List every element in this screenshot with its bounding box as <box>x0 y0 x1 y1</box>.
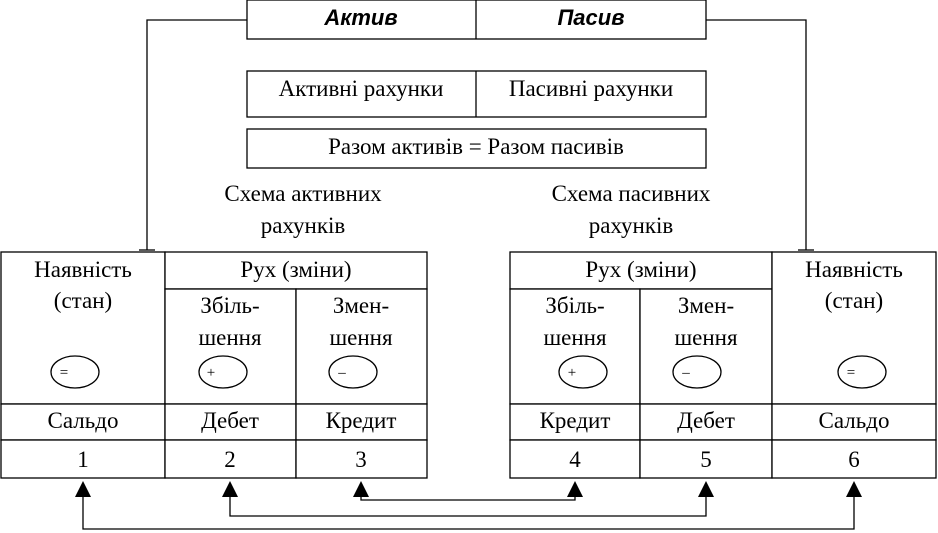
passive-equal-sign: = <box>847 365 855 381</box>
connector-3-4 <box>360 496 576 501</box>
passive-movement-label: Рух (зміни) <box>585 257 696 282</box>
passive-num6: 6 <box>848 447 860 472</box>
passive-scheme-title-line2: рахунків <box>589 213 674 238</box>
passive-num6-cell <box>771 439 937 479</box>
active-plus-sign: + <box>207 365 215 381</box>
passive-decrease-line1: Змен- <box>678 293 734 318</box>
passive-label: Пасив <box>557 5 624 30</box>
arrow-up-4 <box>567 481 583 497</box>
passive-credit-label: Кредит <box>540 408 611 433</box>
passive-accounts-label: Пасивні рахунки <box>509 76 673 101</box>
active-increase-line1: Збіль- <box>200 293 259 318</box>
active-connector-line <box>146 19 247 250</box>
total-box: Разом активів = Разом пасивів <box>246 128 707 169</box>
connector-2-5 <box>229 496 707 517</box>
active-decrease-line1: Змен- <box>333 293 389 318</box>
active-num2: 2 <box>224 447 236 472</box>
header-box: Актив Пасив <box>246 0 707 40</box>
active-num3: 3 <box>355 447 367 472</box>
passive-presence-line1: Наявність <box>805 257 903 282</box>
active-num2-cell <box>164 439 297 479</box>
passive-debit-label: Дебет <box>677 408 735 433</box>
passive-num5: 5 <box>700 447 712 472</box>
passive-equal-sign-oval <box>837 355 887 389</box>
active-debit-label: Дебет <box>201 408 259 433</box>
passive-minus-sign-oval <box>672 355 722 389</box>
active-movement-label: Рух (зміни) <box>240 257 351 282</box>
active-saldo-cell <box>0 403 166 441</box>
accounts-box: Активні рахунки Пасивні рахунки <box>246 70 707 118</box>
active-movement-cell <box>164 251 428 290</box>
passive-minus-sign: – <box>681 365 690 381</box>
passive-scheme-title-line1: Схема пасивних <box>552 181 711 206</box>
active-increase-line2: шення <box>198 325 262 350</box>
active-presence-line1: Наявність <box>34 257 132 282</box>
passive-plus-sign-oval <box>558 355 608 389</box>
active-minus-sign: – <box>337 365 346 381</box>
connector-1-6 <box>82 496 855 530</box>
active-plus-sign-oval <box>198 355 248 389</box>
active-scheme-table: Наявність (стан) = Рух (зміни) Збіль- ше… <box>0 251 428 479</box>
active-minus-sign-oval <box>328 355 378 389</box>
passive-saldo-label: Сальдо <box>819 408 890 433</box>
active-equal-sign: = <box>60 365 68 381</box>
arrow-up-2 <box>222 481 238 497</box>
active-scheme-title-line2: рахунків <box>261 213 346 238</box>
passive-decrease-line2: шення <box>674 325 738 350</box>
passive-num4: 4 <box>569 447 581 472</box>
arrow-up-6 <box>846 481 862 497</box>
passive-presence-line2: (стан) <box>825 288 883 313</box>
total-frame <box>246 128 707 169</box>
arrow-up-3 <box>353 481 369 497</box>
passive-plus-sign: + <box>568 365 576 381</box>
total-equation: Разом активів = Разом пасивів <box>328 134 624 159</box>
passive-increase-line1: Збіль- <box>545 293 604 318</box>
active-saldo-label: Сальдо <box>48 408 119 433</box>
passive-increase-line2: шення <box>543 325 607 350</box>
active-num3-cell <box>295 439 428 479</box>
passive-scheme-table: Рух (зміни) Збіль- шення + Змен- шення –… <box>509 251 937 479</box>
passive-connector-line <box>706 19 807 250</box>
arrow-up-1 <box>75 481 91 497</box>
passive-credit-cell <box>509 403 641 441</box>
active-decrease-line2: шення <box>329 325 393 350</box>
passive-movement-cell <box>509 251 773 290</box>
active-label: Актив <box>323 5 397 30</box>
active-presence-line2: (стан) <box>54 288 112 313</box>
active-credit-label: Кредит <box>326 408 397 433</box>
active-debit-cell <box>164 403 297 441</box>
passive-num4-cell <box>509 439 641 479</box>
active-num1: 1 <box>77 447 89 472</box>
passive-saldo-cell <box>771 403 937 441</box>
arrow-up-5 <box>698 481 714 497</box>
active-scheme-title-line1: Схема активних <box>224 181 382 206</box>
passive-num5-cell <box>639 439 773 479</box>
active-equal-sign-oval <box>50 355 100 389</box>
active-accounts-label: Активні рахунки <box>279 76 444 101</box>
